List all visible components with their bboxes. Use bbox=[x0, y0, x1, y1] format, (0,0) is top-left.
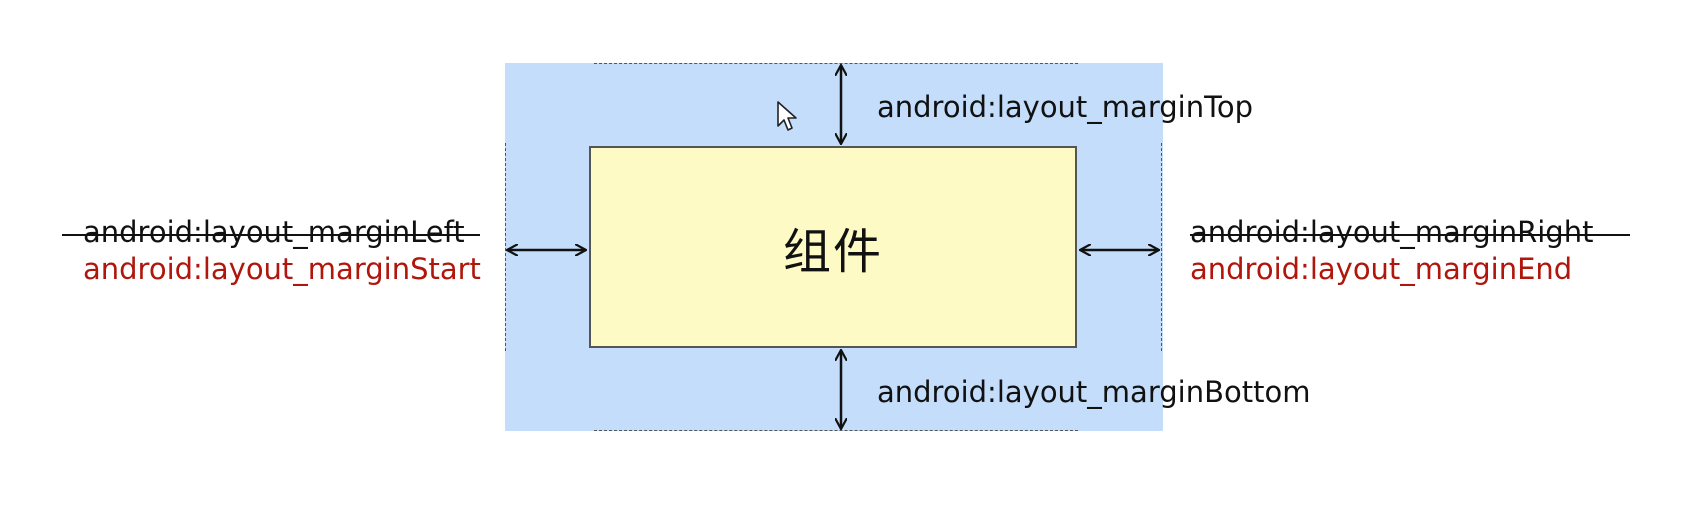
margin-left-strikethrough bbox=[62, 234, 480, 236]
margin-right-dashed-edge bbox=[1161, 143, 1162, 351]
margin-bottom-dashed-edge bbox=[594, 430, 1078, 431]
margin-right-strikethrough bbox=[1190, 234, 1630, 236]
margin-bottom-label: android:layout_marginBottom bbox=[877, 375, 1311, 409]
margin-start-label: android:layout_marginStart bbox=[83, 252, 481, 286]
component-label: 组件 bbox=[782, 224, 883, 280]
margin-right-label: android:layout_marginRight bbox=[1190, 215, 1594, 249]
mouse-pointer-icon bbox=[777, 101, 797, 131]
component-box: 组件 bbox=[589, 146, 1077, 348]
margin-end-label: android:layout_marginEnd bbox=[1190, 252, 1573, 286]
margin-left-dashed-edge bbox=[505, 143, 506, 351]
margin-top-label: android:layout_marginTop bbox=[877, 90, 1254, 124]
margin-top-dashed-edge bbox=[594, 63, 1078, 64]
margin-left-label: android:layout_marginLeft bbox=[83, 215, 465, 249]
